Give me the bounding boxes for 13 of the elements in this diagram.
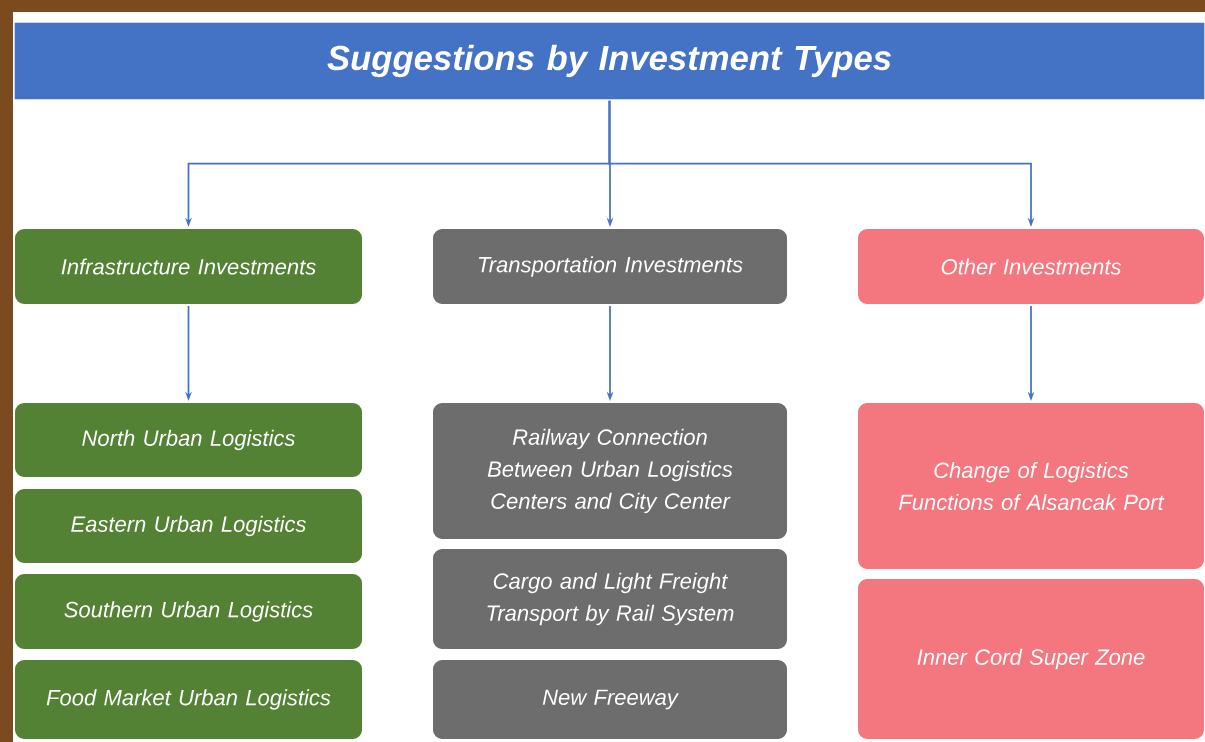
category-box: Infrastructure Investments [13, 227, 364, 306]
item-box: New Freeway [431, 658, 789, 741]
item-box: Eastern Urban Logistics [13, 487, 364, 565]
item-box: Change of Logistics Functions of Alsancak Port [856, 401, 1205, 571]
item-box: Inner Cord Super Zone [856, 577, 1205, 741]
category-box: Other Investments [856, 227, 1205, 306]
item-box: Southern Urban Logistics [13, 572, 364, 651]
item-box: Cargo and Light Freight Transport by Rail System [431, 547, 789, 651]
item-box: North Urban Logistics [13, 401, 364, 479]
category-box: Transportation Investments [431, 227, 789, 306]
item-box: Railway Connection Between Urban Logistics Centers and City Center [431, 401, 789, 541]
title-bar: Suggestions by Investment Types [13, 21, 1205, 101]
item-box: Food Market Urban Logistics [13, 658, 364, 741]
